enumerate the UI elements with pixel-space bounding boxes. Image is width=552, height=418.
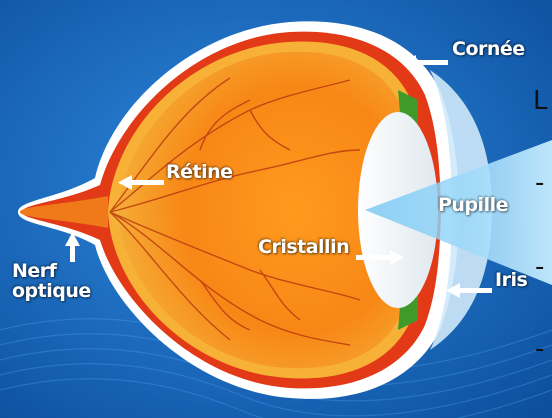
overlay-dash-1: - <box>535 170 544 196</box>
overlay-letter: L <box>533 88 548 114</box>
label-retine: Rétine <box>166 163 233 183</box>
label-pupille: Pupille <box>438 196 508 216</box>
label-iris: Iris <box>495 271 527 291</box>
label-nerf: Nerf optique <box>12 262 91 302</box>
label-cristallin: Cristallin <box>258 238 349 258</box>
label-nerf-line2: optique <box>12 282 91 302</box>
overlay-dash-2: - <box>535 254 544 280</box>
label-cornee: Cornée <box>452 40 525 60</box>
overlay-dash-3: - <box>535 336 544 362</box>
label-nerf-line1: Nerf <box>12 262 91 282</box>
